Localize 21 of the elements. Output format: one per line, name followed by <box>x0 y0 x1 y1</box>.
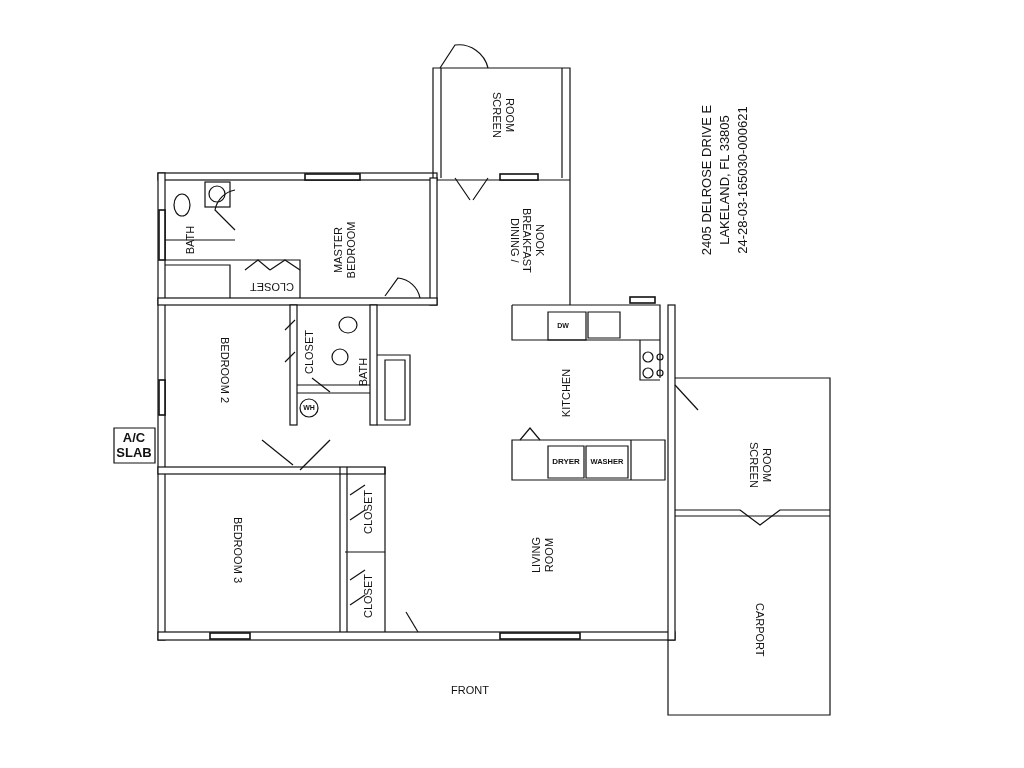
direction-label: FRONT <box>450 683 490 697</box>
room-label: BEDROOM 2 <box>218 336 232 405</box>
address-text: LAKELAND, FL 33805 <box>717 114 733 247</box>
parcel-number: 24-28-03-165030-000621 <box>735 105 751 256</box>
appliance-label: DRYER <box>551 457 581 467</box>
room-label: KITCHEN <box>559 367 573 420</box>
room-label: MASTER BEDROOM <box>332 220 358 281</box>
room-label: CLOSET <box>249 280 295 294</box>
room-label: BEDROOM 3 <box>231 516 245 585</box>
pad-label: A/C SLAB <box>115 431 153 461</box>
room-label: SCREEN ROOM <box>747 441 773 490</box>
room-label: SCREEN ROOM <box>490 91 516 140</box>
room-label: CLOSET <box>302 329 316 376</box>
address-text: 2405 DELROSE DRIVE E <box>699 103 715 258</box>
room-label: CARPORT <box>753 602 767 659</box>
room-label: BATH <box>183 224 197 257</box>
room-label: DINING / BREAKFAST NOOK <box>508 206 546 275</box>
room-label: BATH <box>356 356 370 389</box>
room-label: CLOSET <box>361 573 375 620</box>
room-label: LIVING ROOM <box>530 535 556 576</box>
room-label: CLOSET <box>361 489 375 536</box>
